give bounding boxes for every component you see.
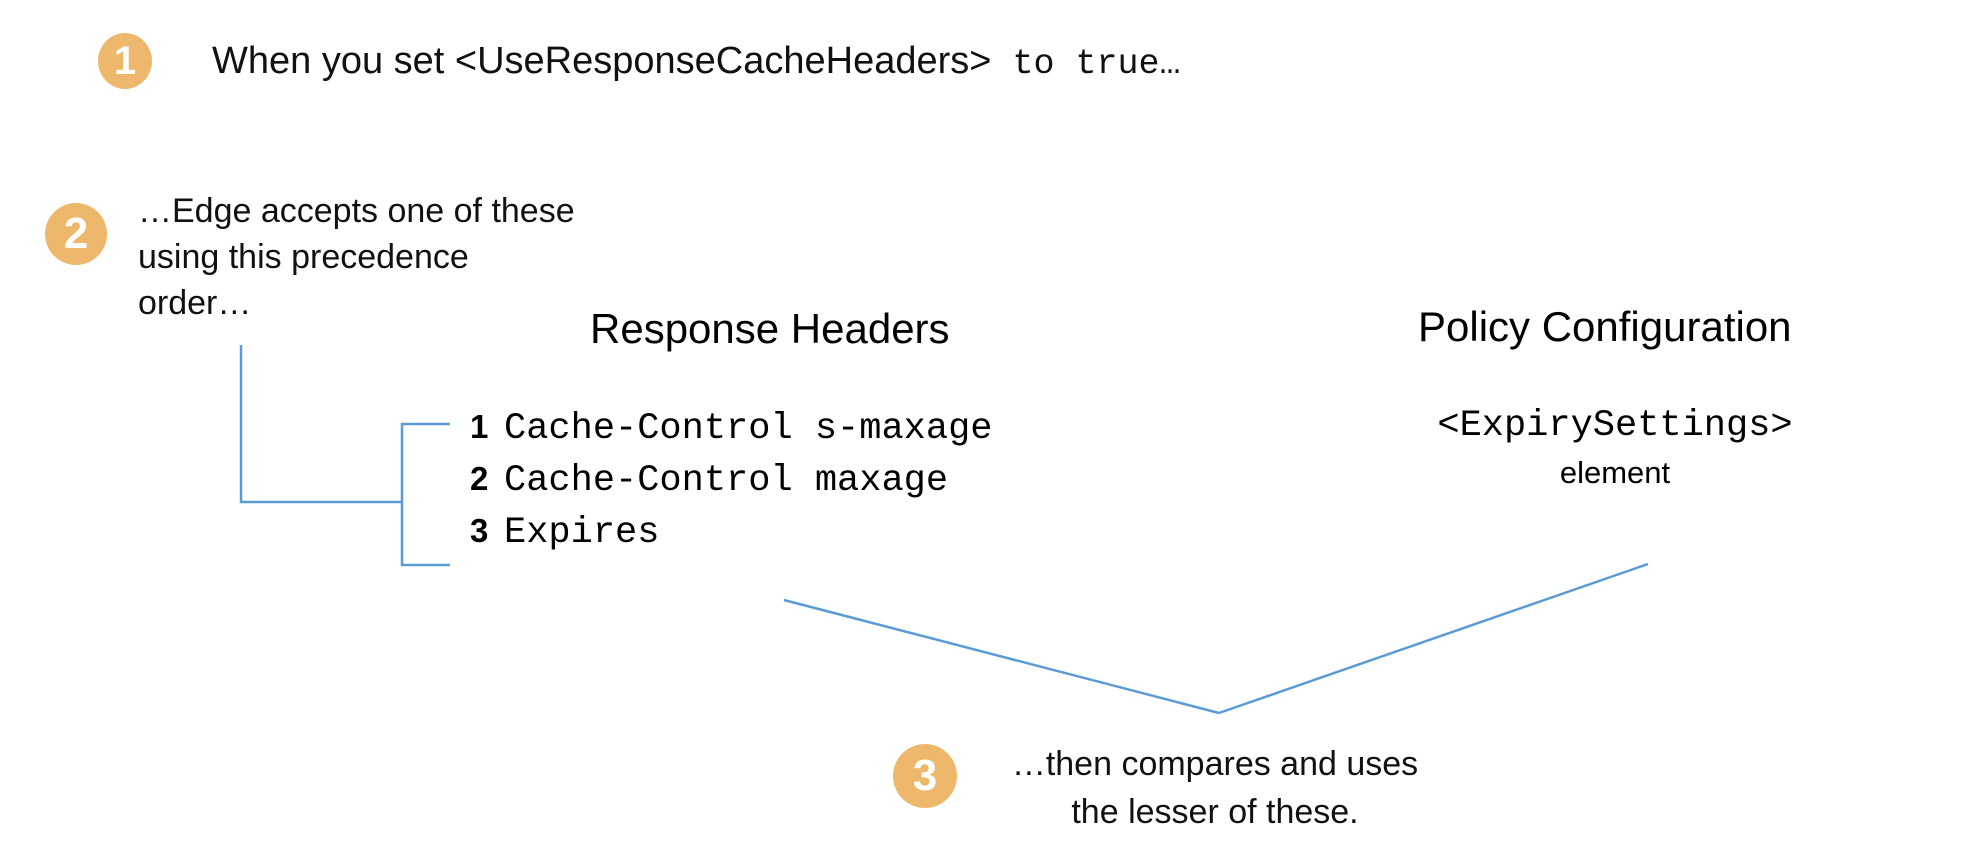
policy-configuration-heading: Policy Configuration [1418,303,1792,350]
list-item-rank: 3 [470,512,489,549]
step-3-line-2: the lesser of these. [1071,793,1359,831]
step-badge-2: 2 [45,203,107,265]
list-item-rank: 2 [470,460,489,497]
step-1-text-mono: to true… [991,44,1181,84]
list-item-value: Cache-Control maxage [504,460,949,502]
policy-configuration-body: <ExpirySettings> element [1405,405,1825,491]
expiry-settings-element-name: <ExpirySettings> [1437,405,1793,447]
precedence-list: 1 Cache-Control s-maxage 2 Cache-Control… [470,408,992,564]
expiry-settings-element-label: element [1559,455,1671,490]
step-2-line-2: using this precedence [138,238,469,276]
precedence-bracket [400,422,450,567]
compare-line-right [1218,562,1649,715]
step-badge-1: 1 [98,33,152,89]
step-2-line-3: order… [138,284,252,322]
precedence-stem-line [239,345,402,504]
list-item-value: Cache-Control s-maxage [504,408,993,450]
list-item: 3 Expires [470,512,992,564]
list-item: 1 Cache-Control s-maxage [470,408,992,460]
step-badge-3: 3 [893,744,957,808]
step-2-line-1: …Edge accepts one of these [138,192,575,230]
step-2-text: …Edge accepts one of these using this pr… [138,188,575,326]
step-3-line-1: …then compares and uses [1011,745,1419,783]
step-1-text-plain: When you set <UseResponseCacheHeaders> [212,40,992,82]
step-3-text: …then compares and uses the lesser of th… [980,740,1450,836]
step-1-text: When you set <UseResponseCacheHeaders> t… [212,40,1180,84]
response-headers-heading: Response Headers [590,305,950,352]
list-item-rank: 1 [470,408,489,445]
compare-line-left [783,598,1220,715]
list-item-value: Expires [504,512,660,554]
list-item: 2 Cache-Control maxage [470,460,992,512]
